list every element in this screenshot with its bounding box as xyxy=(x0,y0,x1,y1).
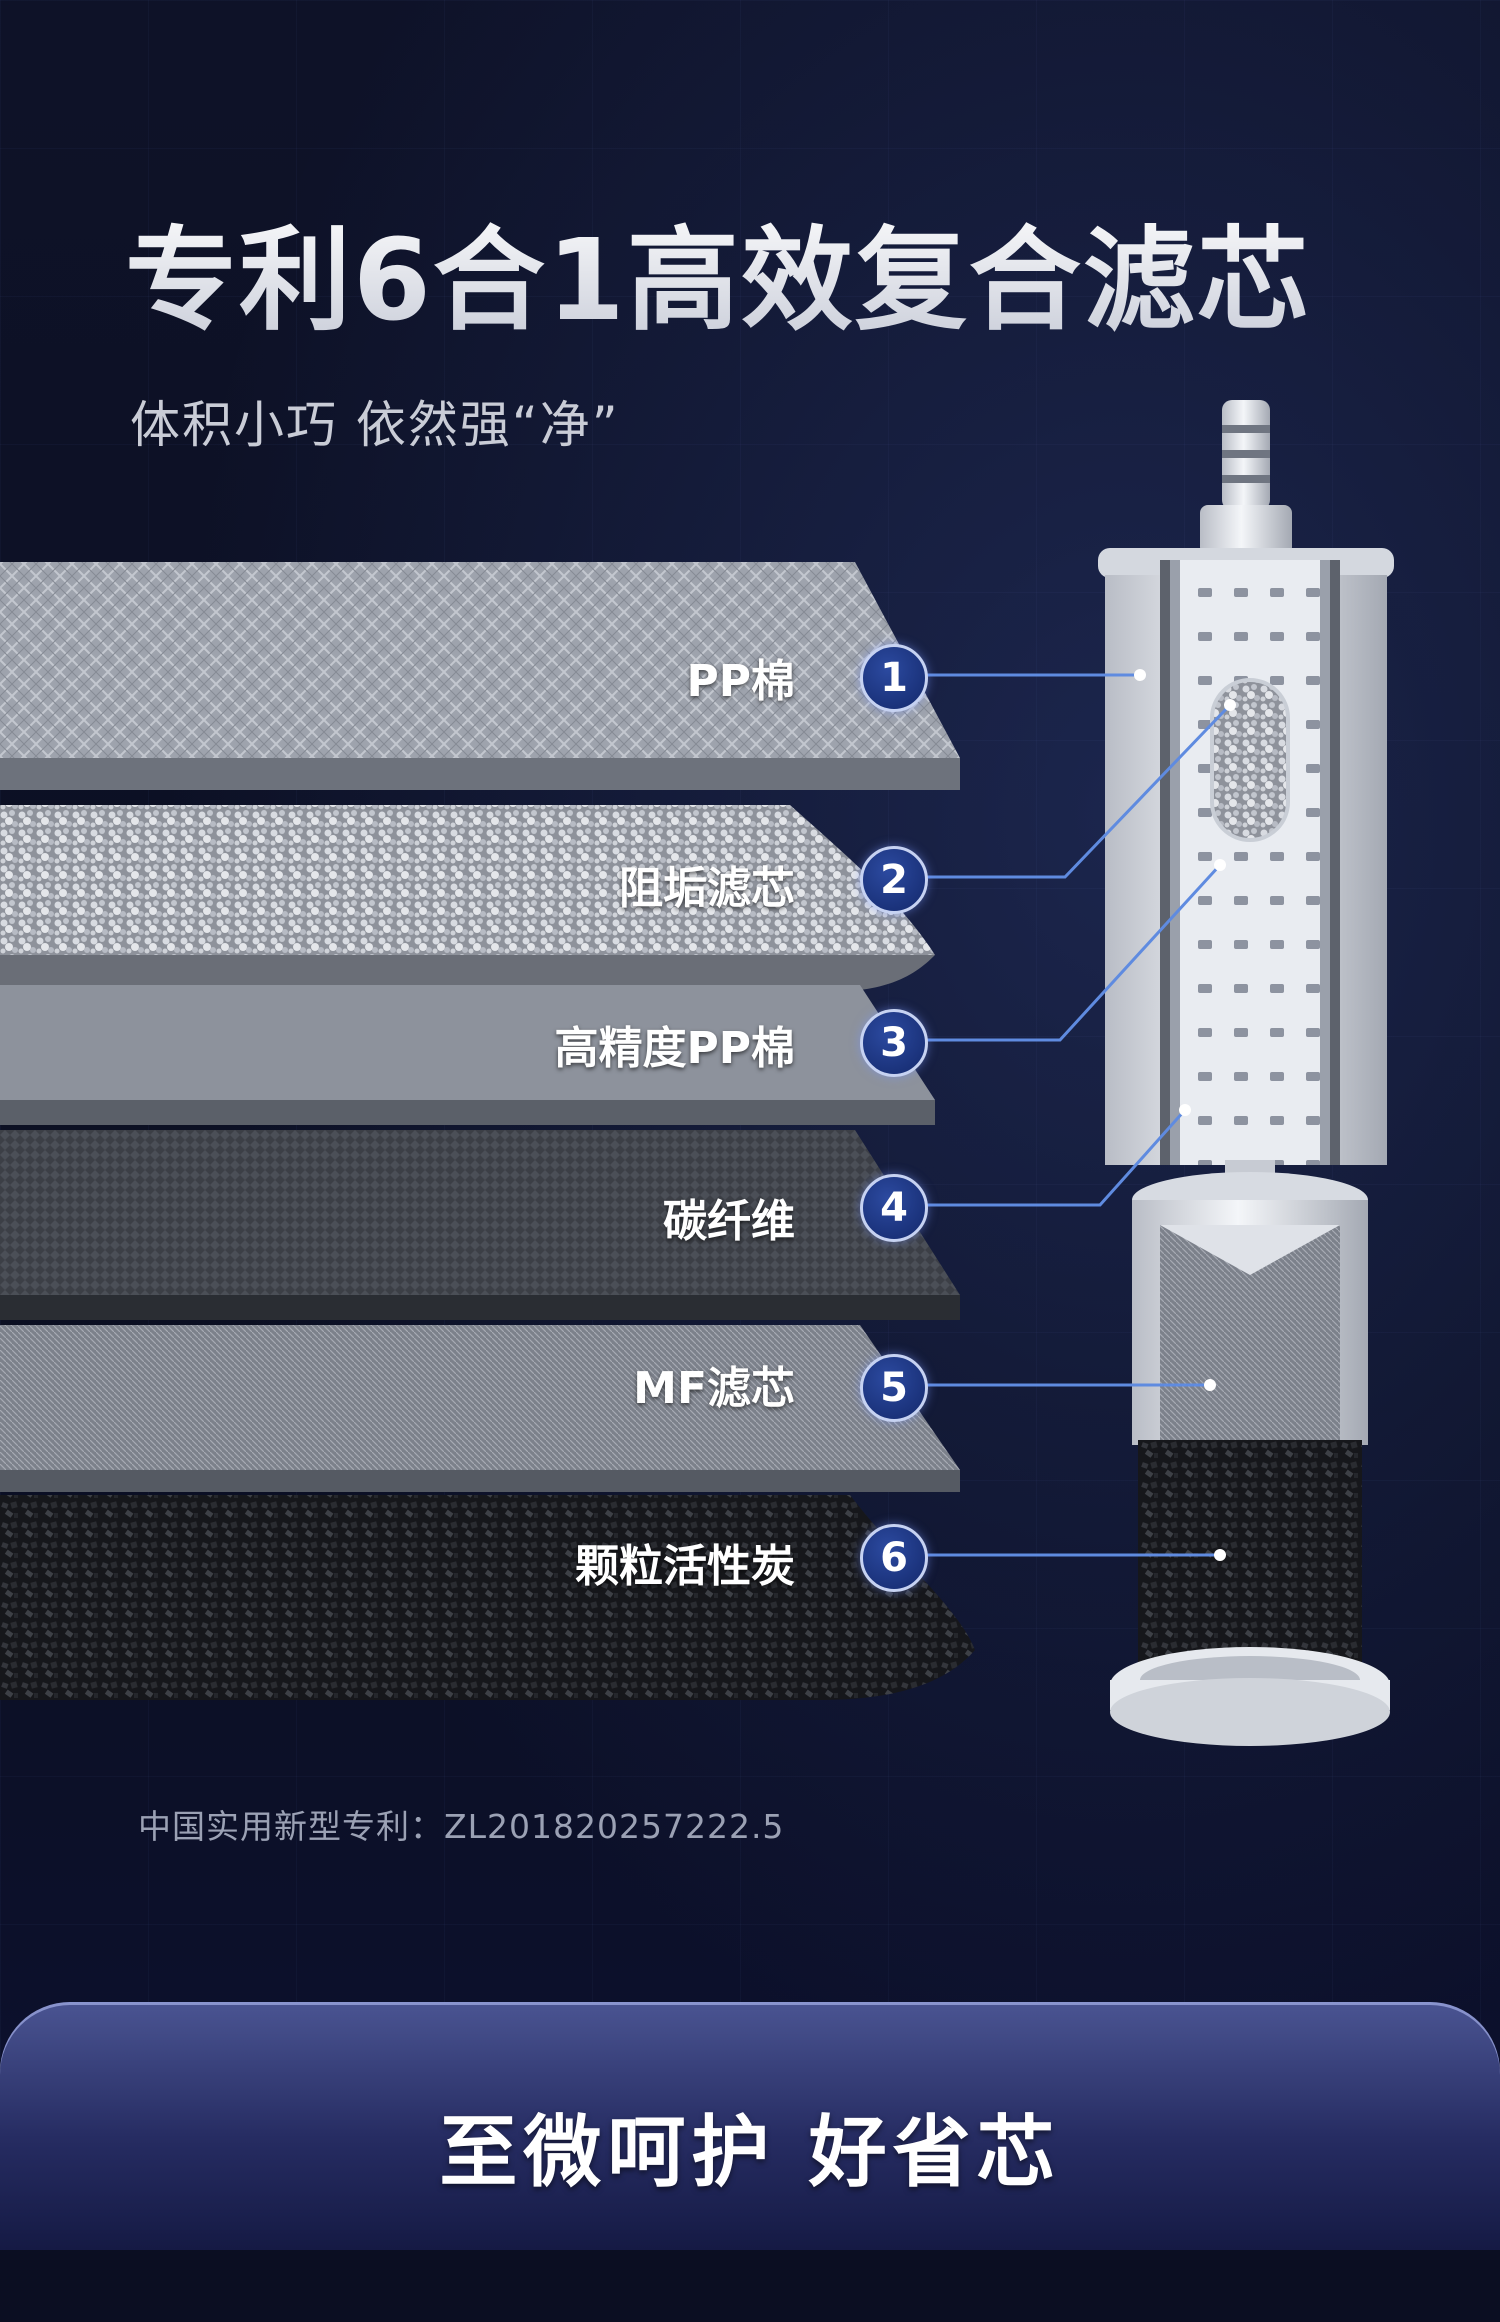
layer-label-4: 碳纤维 xyxy=(663,1196,795,1247)
layer-badge-3: 3 xyxy=(860,1009,928,1077)
layer-mf-filter xyxy=(0,1325,960,1492)
footer-strip xyxy=(0,2250,1500,2322)
layer-label-1: PP棉 xyxy=(686,656,796,707)
layer-scale-inhibitor xyxy=(0,805,935,990)
layer-carbon-fiber xyxy=(0,1130,960,1320)
filter-illustration xyxy=(0,400,1394,1746)
connector-lines xyxy=(922,673,1232,1557)
layer-high-precision-pp xyxy=(0,985,935,1125)
filter-cartridge xyxy=(1098,400,1394,1746)
layer-activated-carbon xyxy=(0,1495,975,1700)
slogan-banner xyxy=(0,2002,1500,2250)
patent-number: 中国实用新型专利：ZL201820257222.5 xyxy=(138,1807,785,1846)
layer-badge-5: 5 xyxy=(860,1354,928,1422)
layer-pp-cotton xyxy=(0,562,960,790)
layer-label-5: MF滤芯 xyxy=(633,1363,795,1414)
layer-label-6: 颗粒活性炭 xyxy=(575,1541,795,1592)
layer-badge-4: 4 xyxy=(860,1174,928,1242)
page-title: 专利6合1高效复合滤芯 xyxy=(125,190,1311,352)
page-subtitle: 体积小巧 依然强“净” xyxy=(130,396,620,454)
slogan-text: 至微呵护 好省芯 xyxy=(439,2108,1061,2198)
layer-label-2: 阻垢滤芯 xyxy=(619,863,795,914)
layer-badge-2: 2 xyxy=(860,846,928,914)
layer-badge-1: 1 xyxy=(860,644,928,712)
layer-badge-6: 6 xyxy=(860,1524,928,1592)
layer-label-3: 高精度PP棉 xyxy=(554,1023,796,1074)
connector-endpoints xyxy=(1134,669,1236,1561)
